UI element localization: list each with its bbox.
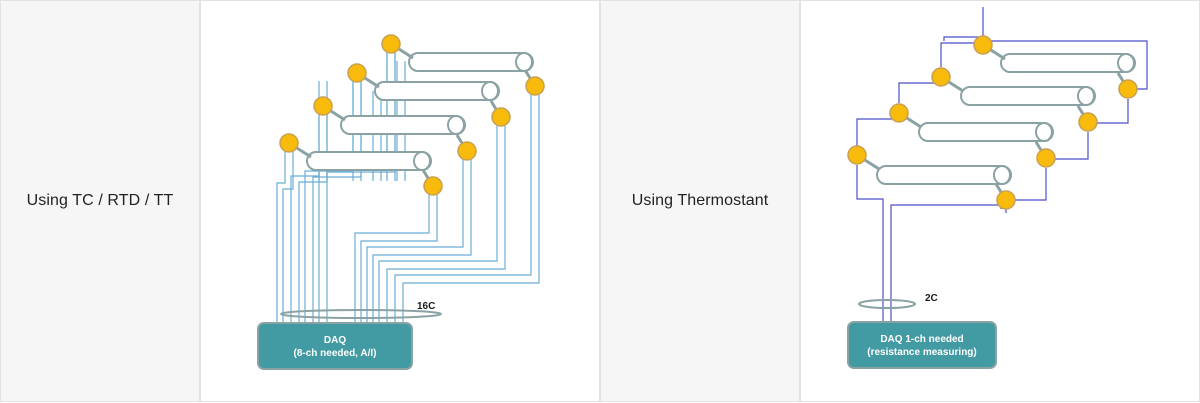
sensor-dot — [1078, 112, 1098, 132]
cable-bundle-ring — [280, 309, 442, 319]
wire — [372, 159, 472, 323]
wire — [402, 94, 540, 323]
thermostat-wiring-diagram: 2C DAQ 1-ch needed (resistance measuring… — [847, 7, 1148, 369]
diagram-cell-thermostat: 2C DAQ 1-ch needed (resistance measuring… — [800, 0, 1200, 402]
wire — [1054, 132, 1089, 160]
pipe-end — [1077, 86, 1095, 106]
sensor-dot — [279, 133, 299, 153]
pipe-end — [515, 52, 533, 72]
daq-label-line2: (resistance measuring) — [867, 347, 977, 358]
pipe — [1000, 53, 1136, 73]
sensor-dot — [381, 34, 401, 54]
wire — [890, 204, 1002, 323]
pipe — [918, 122, 1054, 142]
sensor-dot — [1118, 79, 1138, 99]
pipe-end — [1117, 53, 1135, 73]
wire — [943, 36, 983, 41]
tc-wiring-diagram: 16C DAQ (8-ch needed, A/I) — [257, 34, 545, 370]
wire — [276, 151, 286, 323]
pipe — [340, 115, 466, 135]
wire — [1096, 99, 1129, 124]
pipe — [374, 81, 500, 101]
wire — [360, 194, 438, 323]
wire — [378, 125, 498, 323]
wire — [940, 42, 975, 67]
pipe-end — [481, 81, 499, 101]
sensor-dot — [847, 145, 867, 165]
pipe — [960, 86, 1096, 106]
wire — [282, 151, 294, 323]
tc-sensors — [279, 34, 545, 196]
wire — [856, 113, 896, 147]
cable-label: 16C — [417, 301, 435, 312]
diagram-cell-tc: 16C DAQ (8-ch needed, A/I) — [200, 0, 600, 402]
sensor-dot — [973, 35, 993, 55]
pipe — [876, 165, 1012, 185]
wire — [386, 125, 506, 323]
sensor-dot — [525, 76, 545, 96]
sensor-dot — [931, 67, 951, 87]
row-label-tc: Using TC / RTD / TT — [26, 192, 174, 209]
wire — [898, 82, 937, 103]
pipe-end — [993, 165, 1011, 185]
tc-pipes — [306, 52, 534, 171]
sensor-dot — [347, 63, 367, 83]
pipe — [408, 52, 534, 72]
sensor-dot — [889, 103, 909, 123]
daq-label-line1: DAQ — [324, 335, 346, 346]
sensor-dot — [491, 107, 511, 127]
sensor-dot — [996, 190, 1016, 210]
wire — [991, 40, 1148, 90]
daq-box — [847, 321, 997, 369]
cable-bundle-ring — [858, 299, 916, 309]
wire — [1014, 168, 1047, 201]
row-label-cell-thermostat: Using Thermostant — [600, 0, 800, 402]
cable-label: 2C — [925, 293, 938, 304]
sensor-dot — [423, 176, 443, 196]
daq-label-line2: (8-ch needed, A/I) — [294, 348, 377, 359]
wire — [856, 165, 884, 323]
sensor-dot — [457, 141, 477, 161]
daq-box — [257, 322, 413, 370]
pipe-end — [447, 115, 465, 135]
thermostat-sensors — [847, 35, 1138, 210]
pipe-end — [1035, 122, 1053, 142]
row-label-cell-tc: Using TC / RTD / TT — [0, 0, 200, 402]
wire — [354, 194, 430, 323]
pipe-end — [413, 151, 431, 171]
wire — [366, 159, 464, 323]
daq-label-line1: DAQ 1-ch needed — [880, 334, 963, 345]
row-label-thermostat: Using Thermostant — [631, 192, 769, 209]
wire — [394, 94, 532, 323]
pipe — [306, 151, 432, 171]
sensor-dot — [1036, 148, 1056, 168]
sensor-dot — [313, 96, 333, 116]
